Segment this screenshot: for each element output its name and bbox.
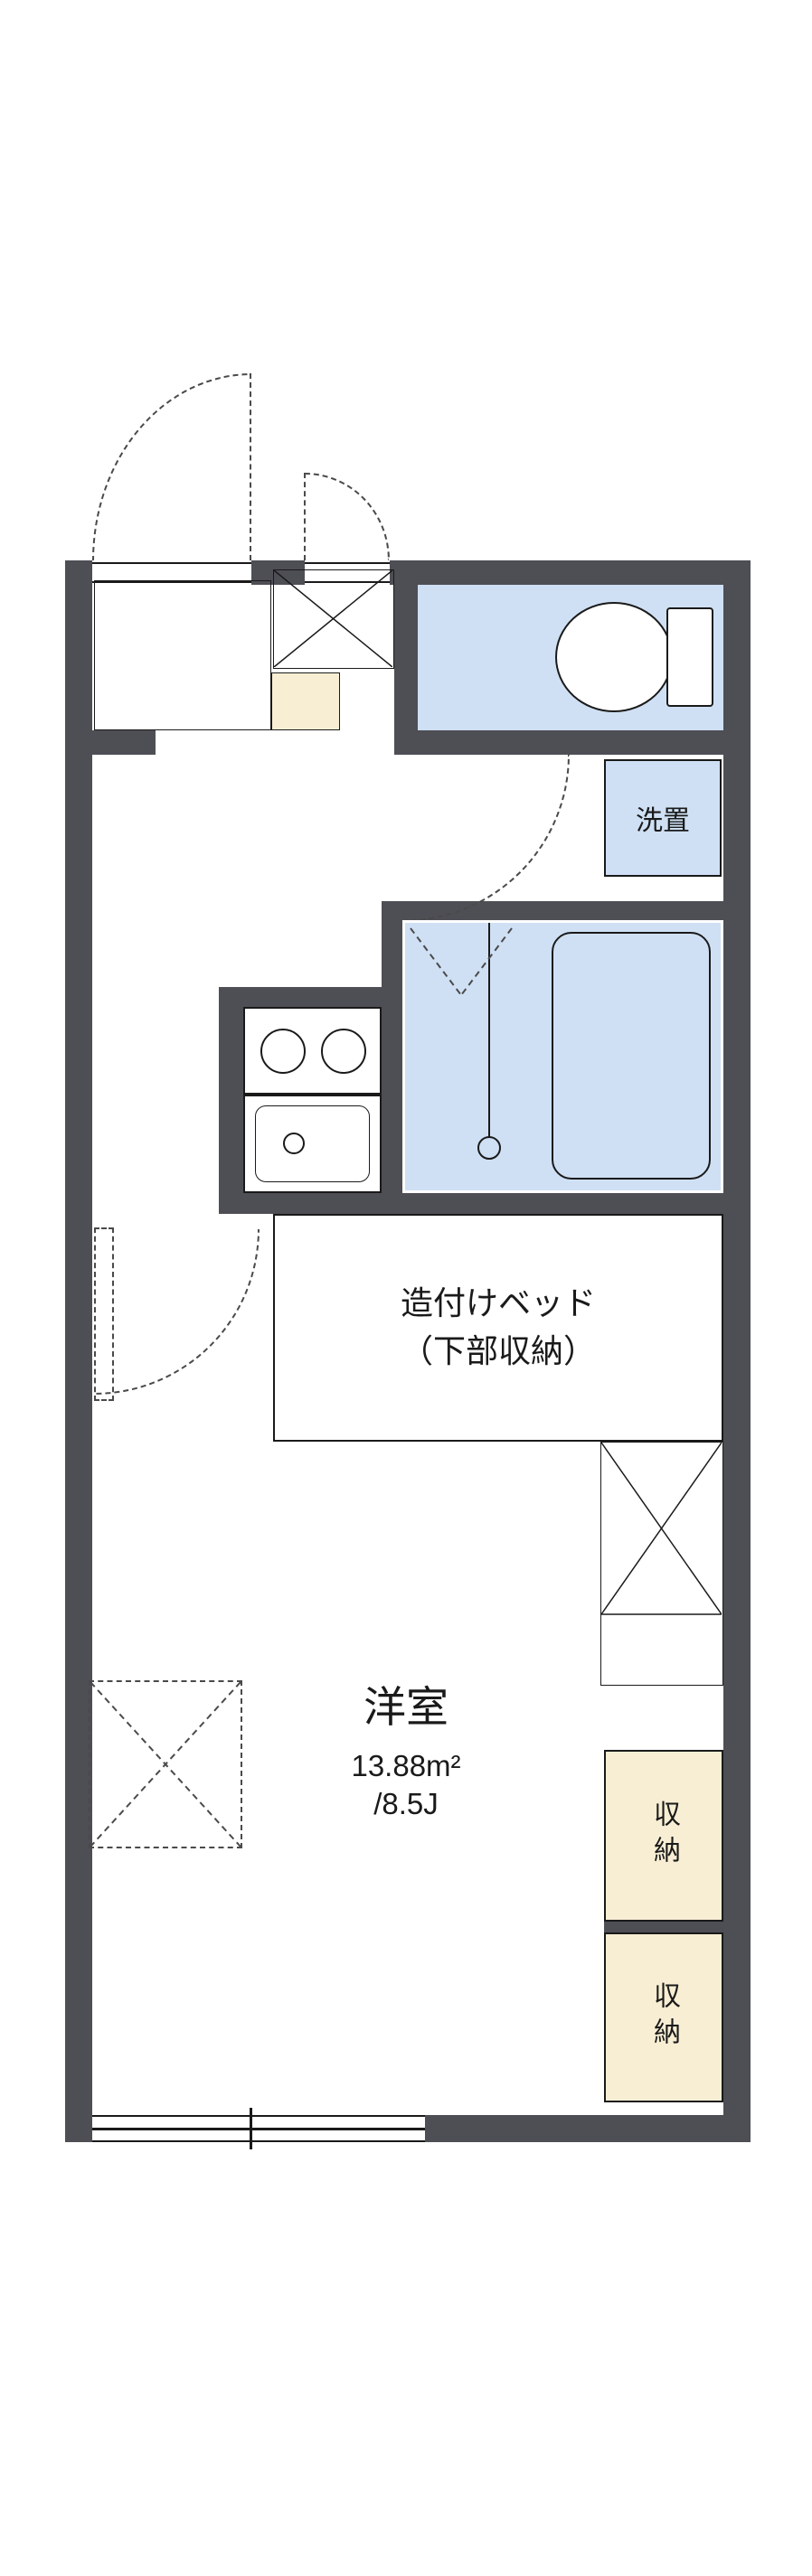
- secondary-door-swing-arc: [305, 473, 390, 560]
- wall-storage-divider: [604, 1922, 723, 1932]
- sink-drain-icon: [283, 1133, 305, 1154]
- wall-bottom: [425, 2115, 751, 2142]
- genkan-tile: [271, 672, 340, 730]
- stove-unit: [243, 1007, 382, 1095]
- wall-bath-left: [382, 920, 402, 1193]
- toilet-icon: [418, 585, 723, 730]
- toilet-room: [418, 585, 723, 730]
- bath-partition-line: [488, 923, 490, 1138]
- storage-bottom-label: 収納: [649, 1981, 679, 2054]
- entrance-door-swing-arc: [92, 373, 251, 560]
- washer-space-box: 洗置: [604, 759, 722, 877]
- wall-top-segment-b: [390, 560, 751, 585]
- bathroom: [402, 920, 723, 1193]
- bath-drain-icon: [477, 1136, 501, 1160]
- secondary-door-leaf: [304, 473, 306, 560]
- burner-right-icon: [321, 1029, 366, 1074]
- wall-mid: [219, 1193, 751, 1214]
- room-door-swing-arc: [94, 1229, 260, 1395]
- stove-icon: [245, 1009, 380, 1093]
- sink-unit: [243, 1095, 382, 1193]
- storage-box-bottom: 収納: [604, 1932, 723, 2102]
- toilet-tank: [666, 607, 713, 707]
- wall-toilet-left: [394, 585, 418, 755]
- dashed-equipment-box: [89, 1680, 242, 1848]
- built-in-bed-label: 造付けベッド （下部収納）: [275, 1216, 722, 1440]
- wall-right: [723, 560, 751, 2142]
- secondary-opening: [305, 562, 390, 583]
- washer-space-label: 洗置: [636, 806, 690, 836]
- shoe-cabinet-box: [273, 569, 394, 669]
- window-mid-line: [92, 2128, 425, 2130]
- closet-column-box: [600, 1442, 723, 1686]
- closet-x-icon: [601, 1443, 722, 1615]
- bath-folding-door-icon: [410, 927, 513, 996]
- window-center-tick: [250, 2108, 252, 2149]
- storage-top-label: 収納: [649, 1800, 679, 1872]
- hall-door-swing-arc: [402, 755, 570, 922]
- room-area-m2-label: 13.88m²: [351, 1749, 461, 1782]
- storage-box-top: 収納: [604, 1750, 723, 1922]
- sink-icon: [245, 1096, 380, 1191]
- wall-left: [65, 560, 92, 2142]
- wall-entry-stub: [65, 730, 156, 755]
- room-name-label: 洋室: [364, 1683, 448, 1731]
- sink-basin: [255, 1105, 370, 1182]
- room-area-tatami-label: /8.5J: [373, 1787, 439, 1820]
- dashed-x-icon: [90, 1682, 241, 1847]
- bed-label-line2: （下部収納）: [400, 1332, 596, 1369]
- toilet-bowl: [555, 602, 673, 712]
- bed-label-line1: 造付けベッド: [400, 1284, 596, 1322]
- entrance-opening: [92, 562, 251, 583]
- bathtub-icon: [552, 932, 711, 1180]
- wall-kitchen-top: [219, 987, 382, 1007]
- wall-kitchen-left: [219, 1007, 243, 1193]
- built-in-bed-box: 造付けベッド （下部収納）: [273, 1214, 723, 1442]
- main-room-label-block: 洋室 13.88m² /8.5J: [261, 1672, 551, 1821]
- burner-left-icon: [260, 1029, 306, 1074]
- wall-under-toilet: [394, 730, 751, 755]
- shoe-cabinet-x-icon: [274, 570, 392, 667]
- entrance-door-leaf: [250, 373, 251, 560]
- entrance-hall-outline: [94, 580, 271, 730]
